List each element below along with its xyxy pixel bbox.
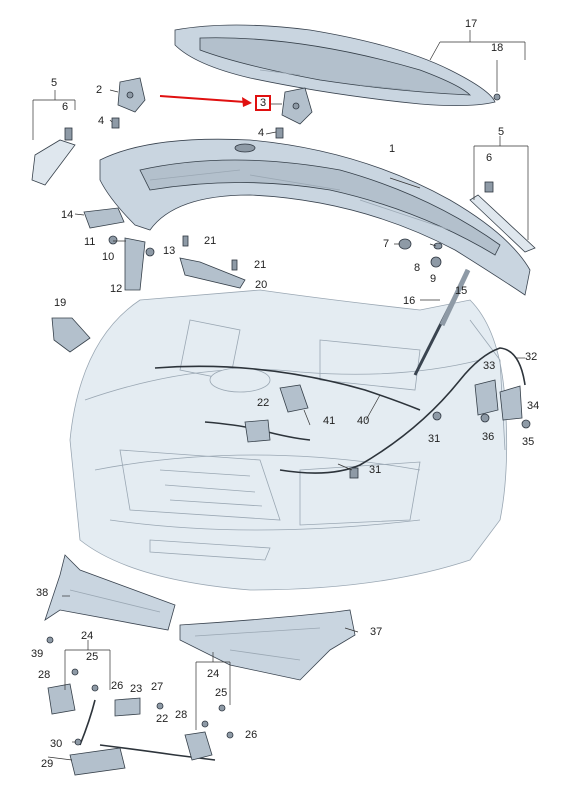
cowl-panel-37 — [179, 609, 356, 681]
highlight-arrow — [159, 95, 252, 107]
callout-27: 27 — [151, 681, 164, 693]
release-assembly-right — [184, 704, 234, 761]
callout-23: 23 — [130, 683, 143, 695]
vehicle-front-body — [69, 289, 508, 591]
small-parts — [108, 235, 443, 268]
callout-28: 28 — [38, 669, 51, 681]
callout-8: 8 — [414, 262, 421, 274]
callout-19: 19 — [54, 297, 67, 309]
callout-40: 40 — [357, 415, 370, 427]
cowl-panel-38 — [44, 554, 176, 631]
bracket-14 — [83, 207, 125, 229]
callout-31: 31 — [369, 464, 382, 476]
callout-35: 35 — [522, 436, 535, 448]
callout-4: 4 — [258, 127, 265, 139]
callout-29: 29 — [41, 758, 54, 770]
callout-1: 1 — [389, 143, 396, 155]
seal-strip-right — [469, 194, 536, 253]
callout-22: 22 — [257, 397, 270, 409]
callout-24: 24 — [81, 630, 94, 642]
callout-2: 2 — [96, 84, 103, 96]
callout-16: 16 — [403, 295, 416, 307]
callout-4: 4 — [98, 115, 105, 127]
callout-7: 7 — [383, 238, 390, 250]
clips — [64, 127, 494, 193]
callout-25: 25 — [86, 651, 99, 663]
callout-30: 30 — [50, 738, 63, 750]
callout-12: 12 — [110, 283, 123, 295]
callout-26: 26 — [111, 680, 124, 692]
callout-5: 5 — [51, 77, 58, 89]
callout-36: 36 — [482, 431, 495, 443]
callout-5: 5 — [498, 126, 505, 138]
callout-22: 22 — [156, 713, 169, 725]
release-assembly-left — [46, 636, 216, 776]
callout-9: 9 — [430, 273, 437, 285]
gas-strut — [413, 268, 471, 376]
callout-33: 33 — [483, 360, 496, 372]
hood-hinge-right — [281, 87, 313, 125]
callout-21: 21 — [204, 235, 217, 247]
callout-14: 14 — [61, 209, 74, 221]
callout-6: 6 — [486, 152, 493, 164]
callout-11: 11 — [84, 236, 96, 248]
bonnet-hood — [99, 138, 531, 296]
callout-24: 24 — [207, 668, 220, 680]
callout-37: 37 — [370, 626, 383, 638]
callout-17: 17 — [465, 18, 478, 30]
callout-28: 28 — [175, 709, 188, 721]
callout-18: 18 — [491, 42, 504, 54]
callout-41: 41 — [323, 415, 336, 427]
callout-3-highlighted: 3 — [255, 95, 272, 111]
callout-20: 20 — [255, 279, 268, 291]
callout-10: 10 — [102, 251, 115, 263]
callout-25: 25 — [215, 687, 228, 699]
bracket-10 — [124, 237, 146, 291]
callout-6: 6 — [62, 101, 69, 113]
callout-13: 13 — [163, 245, 176, 257]
callout-21: 21 — [254, 259, 267, 271]
bracket-20 — [179, 257, 246, 289]
bracket-19 — [51, 317, 91, 353]
callout-32: 32 — [525, 351, 538, 363]
hood-hinge-left — [117, 77, 146, 113]
callout-15: 15 — [455, 285, 468, 297]
callout-34: 34 — [527, 400, 540, 412]
callout-31: 31 — [428, 433, 441, 445]
callout-26: 26 — [245, 729, 258, 741]
latch-parts — [244, 379, 531, 479]
seal-strip-left — [31, 139, 76, 186]
hood-insulation-mat — [174, 24, 501, 106]
callout-38: 38 — [36, 587, 49, 599]
callout-39: 39 — [31, 648, 44, 660]
